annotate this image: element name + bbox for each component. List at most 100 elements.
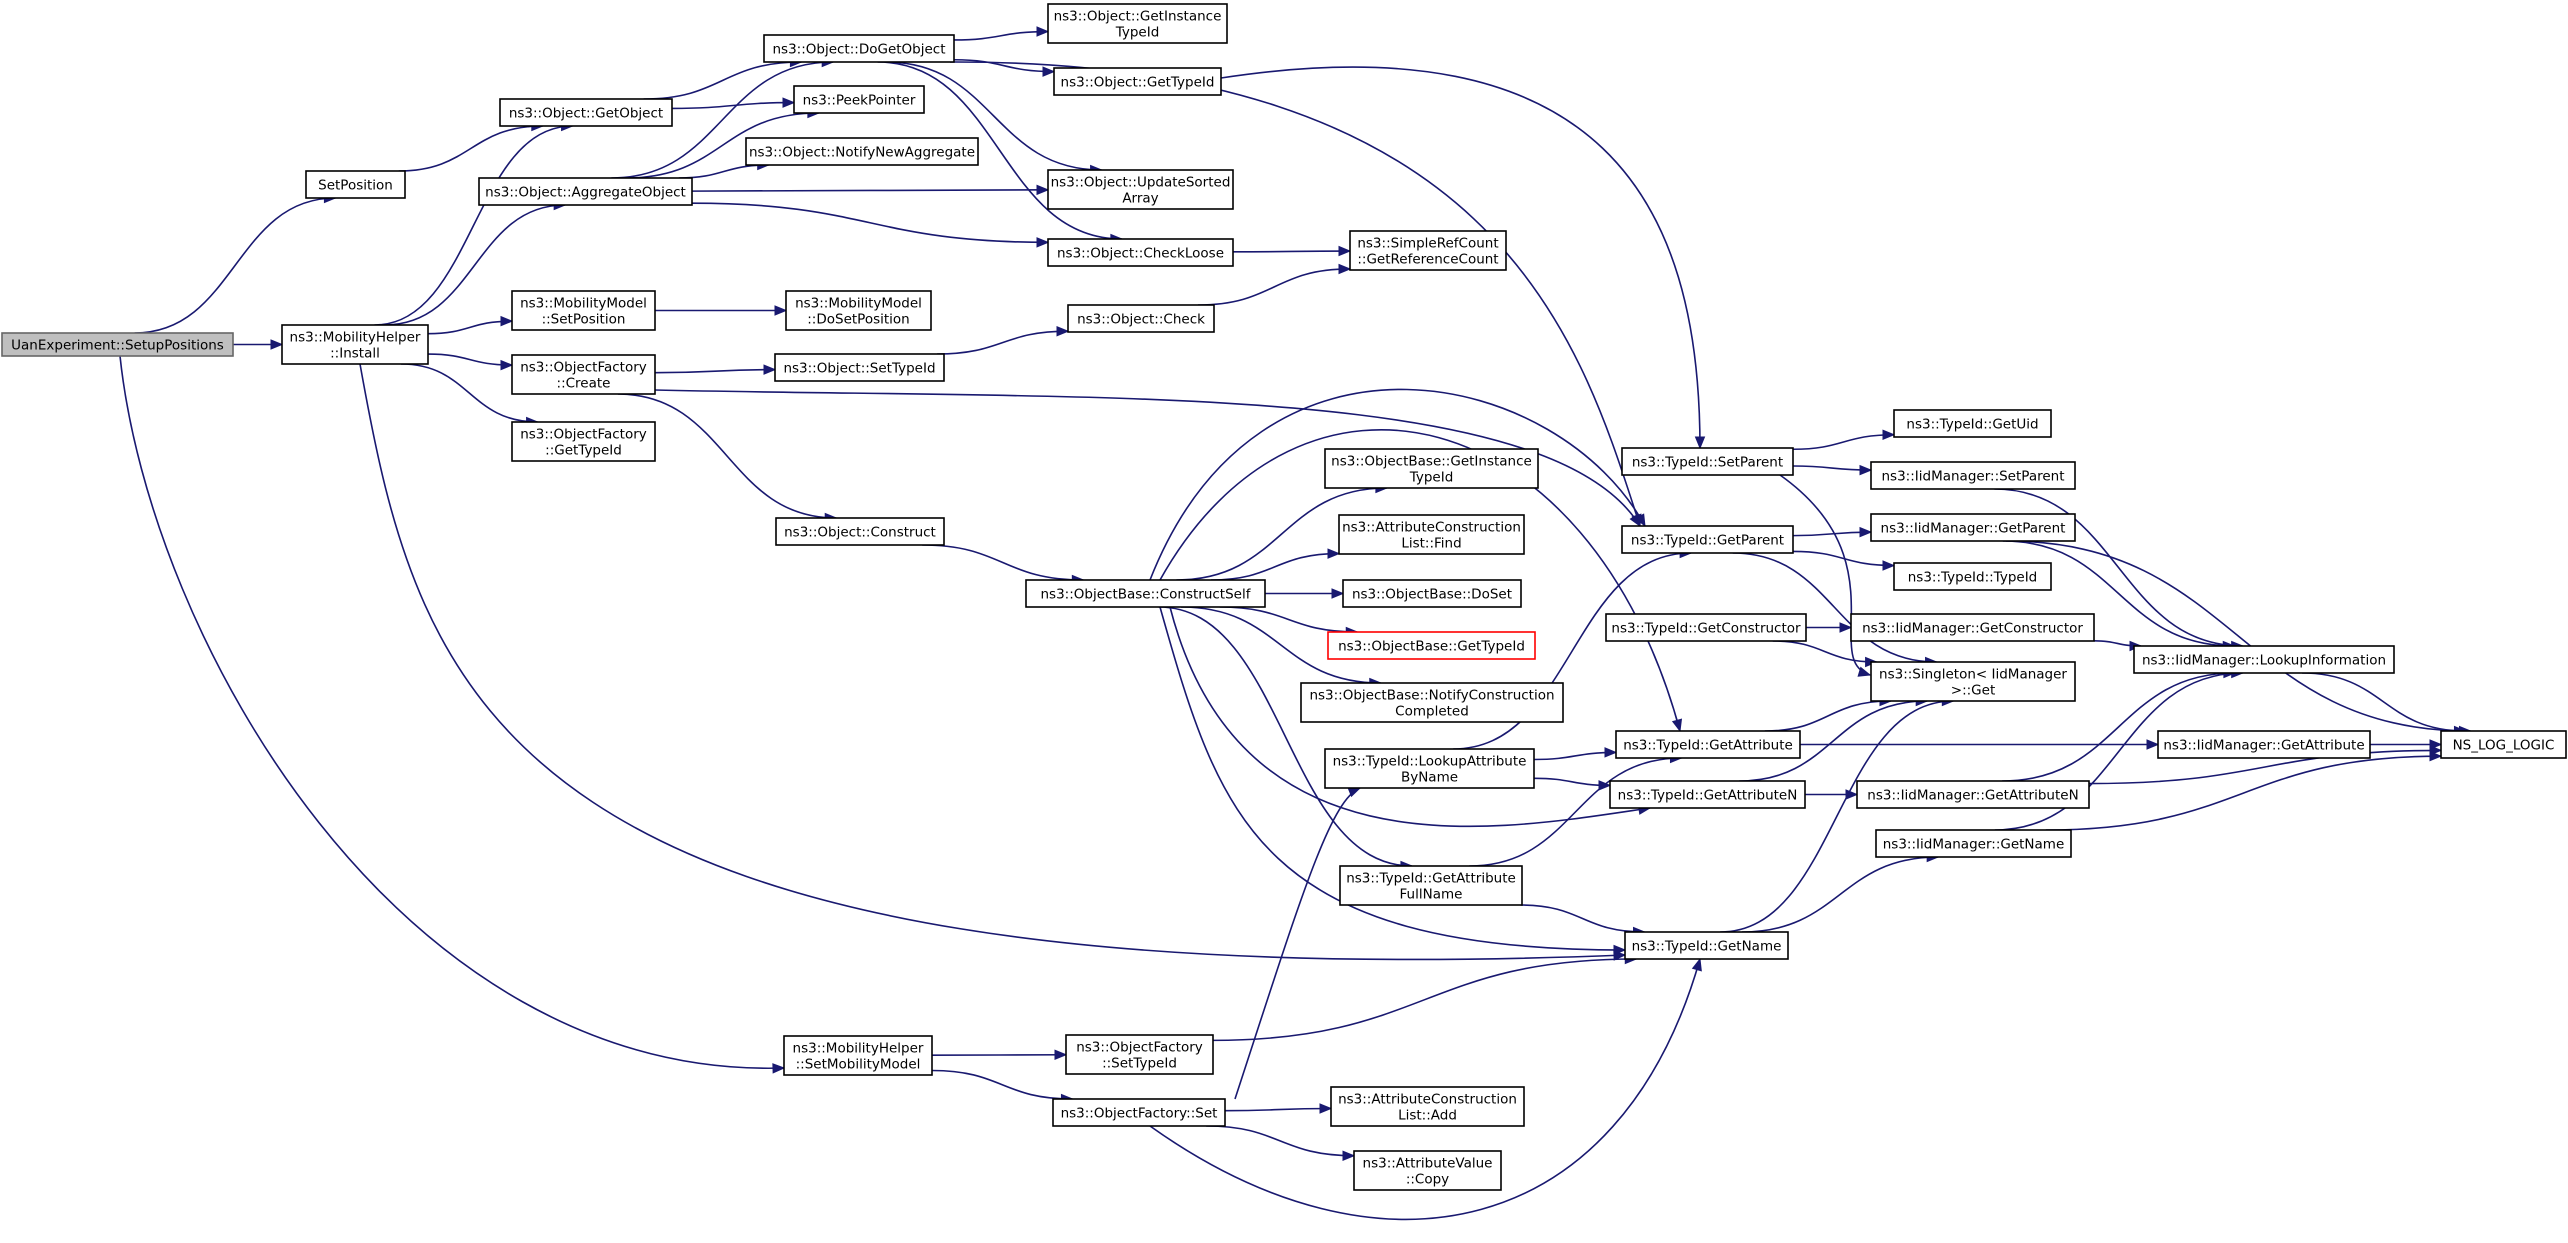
- edge-tidgetctor-to-singleton: [1772, 640, 1878, 668]
- node-ofgettid[interactable]: ns3::ObjectFactory::GetTypeId: [511, 421, 656, 462]
- edge-tidgetctor-to-imgetctor: [1805, 622, 1853, 633]
- node-label: ::SetTypeId: [1102, 1056, 1177, 1072]
- node-label: Completed: [1395, 704, 1469, 720]
- edge-mhsetmm-to-ofsettid: [931, 1049, 1068, 1061]
- node-box: [1349, 230, 1507, 271]
- node-tidtypeid[interactable]: ns3::TypeId::TypeId: [1893, 562, 2052, 591]
- node-ofsettid[interactable]: ns3::ObjectFactory::SetTypeId: [1065, 1034, 1214, 1075]
- node-box: [1053, 67, 1222, 96]
- node-tidgetname[interactable]: ns3::TypeId::GetName: [1624, 931, 1789, 960]
- node-label: ::GetTypeId: [545, 443, 622, 459]
- node-label: TypeId: [1115, 25, 1160, 41]
- node-nslog[interactable]: NS_LOG_LOGIC: [2440, 730, 2567, 759]
- node-label: ::Copy: [1406, 1172, 1449, 1188]
- node-aggobj[interactable]: ns3::Object::AggregateObject: [478, 177, 693, 206]
- node-tidgetctor[interactable]: ns3::TypeId::GetConstructor: [1605, 613, 1807, 642]
- node-setpos[interactable]: SetPosition: [305, 170, 406, 199]
- node-label: FullName: [1400, 887, 1463, 903]
- node-label: ns3::ObjectBase::GetInstance: [1331, 454, 1532, 470]
- node-box: [1856, 780, 2090, 809]
- edge-tidgetparent-to-tidtypeid: [1792, 550, 1896, 571]
- node-label: ns3::Object::Construct: [784, 525, 936, 541]
- node-ofset[interactable]: ns3::ObjectFactory::Set: [1052, 1098, 1226, 1127]
- edge-aggobj-to-updsorted: [691, 184, 1050, 196]
- node-tidgetattrn[interactable]: ns3::TypeId::GetAttributeN: [1609, 780, 1806, 809]
- node-imlookup[interactable]: ns3::IidManager::LookupInformation: [2133, 645, 2395, 674]
- node-label: ::SetPosition: [542, 312, 626, 328]
- node-label: ns3::TypeId::GetAttribute: [1346, 871, 1516, 887]
- node-simplerc[interactable]: ns3::SimpleRefCount::GetReferenceCount: [1349, 230, 1507, 271]
- node-label: List::Add: [1398, 1108, 1457, 1124]
- node-label: ns3::Object::CheckLoose: [1057, 246, 1224, 262]
- edge-mhinst-to-mmsetpos: [427, 315, 514, 335]
- node-box: [774, 353, 945, 382]
- node-label: ns3::TypeId::GetUid: [1906, 417, 2038, 433]
- node-label: TypeId: [1409, 470, 1454, 486]
- node-label: ns3::IidManager::SetParent: [1882, 469, 2065, 485]
- edge-ofcreate-to-objsettid: [654, 364, 777, 375]
- node-objsettid[interactable]: ns3::Object::SetTypeId: [774, 353, 945, 382]
- node-tidgetuid[interactable]: ns3::TypeId::GetUid: [1893, 409, 2052, 438]
- node-label: List::Find: [1401, 536, 1461, 552]
- edge-getobj-to-dogetobj: [643, 56, 803, 100]
- node-imsetparent[interactable]: ns3::IidManager::SetParent: [1870, 461, 2076, 490]
- node-notifynew[interactable]: ns3::Object::NotifyNewAggregate: [745, 137, 979, 166]
- node-avcopy[interactable]: ns3::AttributeValue::Copy: [1353, 1150, 1502, 1191]
- node-constructself[interactable]: ns3::ObjectBase::ConstructSelf: [1025, 579, 1266, 608]
- node-label: ns3::ObjectBase::DoSet: [1352, 587, 1512, 603]
- node-obgettid[interactable]: ns3::ObjectBase::GetTypeId: [1327, 631, 1536, 660]
- node-box: [511, 290, 656, 331]
- node-imgetname[interactable]: ns3::IidManager::GetName: [1875, 829, 2072, 858]
- node-obdoset[interactable]: ns3::ObjectBase::DoSet: [1342, 579, 1522, 608]
- node-imgetattr[interactable]: ns3::IidManager::GetAttribute: [2157, 730, 2371, 759]
- node-imgetctor[interactable]: ns3::IidManager::GetConstructor: [1850, 613, 2095, 642]
- node-peek[interactable]: ns3::PeekPointer: [793, 85, 925, 114]
- node-mmsetpos[interactable]: ns3::MobilityModel::SetPosition: [511, 290, 656, 331]
- node-label: >::Get: [1951, 683, 1995, 699]
- node-box: [783, 1035, 933, 1076]
- node-ofcreate[interactable]: ns3::ObjectFactory::Create: [511, 354, 656, 395]
- node-label: ns3::AttributeConstruction: [1338, 1092, 1517, 1108]
- edge-tidgetparent-to-imgetparent: [1792, 526, 1873, 538]
- node-mmdosetpos[interactable]: ns3::MobilityModel::DoSetPosition: [785, 290, 932, 331]
- function-nodes: UanExperiment::SetupPositions SetPosition…: [1, 3, 2567, 1191]
- edge-tidsetparent-to-singleton: [1779, 474, 1872, 677]
- node-box: [1850, 613, 2095, 642]
- node-mhinst[interactable]: ns3::MobilityHelper::Install: [281, 324, 429, 365]
- edge-dogetobj-to-objgettid: [953, 58, 1056, 77]
- node-box: [1875, 829, 2072, 858]
- node-label: ns3::IidManager::GetAttributeN: [1867, 788, 2078, 804]
- node-mhsetmm[interactable]: ns3::MobilityHelper::SetMobilityModel: [783, 1035, 933, 1076]
- node-objconstruct[interactable]: ns3::Object::Construct: [775, 517, 945, 546]
- node-imgetattrn[interactable]: ns3::IidManager::GetAttributeN: [1856, 780, 2090, 809]
- node-tidgetparent[interactable]: ns3::TypeId::GetParent: [1621, 525, 1794, 554]
- node-box: [499, 98, 673, 127]
- node-box: [1621, 447, 1794, 476]
- node-box: [1870, 661, 2076, 702]
- node-dogetobj[interactable]: ns3::Object::DoGetObject: [763, 34, 955, 63]
- node-checkloose[interactable]: ns3::Object::CheckLoose: [1047, 238, 1234, 267]
- node-label: ns3::MobilityHelper: [290, 330, 421, 346]
- node-root[interactable]: UanExperiment::SetupPositions: [1, 332, 234, 357]
- node-label: ns3::IidManager::LookupInformation: [2142, 653, 2386, 669]
- node-getobj[interactable]: ns3::Object::GetObject: [499, 98, 673, 127]
- node-label: ns3::Object::GetInstance: [1054, 9, 1222, 25]
- node-box: [1893, 409, 2052, 438]
- edge-ofset-to-lookupattr: [1234, 787, 1362, 1100]
- node-check[interactable]: ns3::Object::Check: [1067, 304, 1215, 333]
- node-obnotify[interactable]: ns3::ObjectBase::NotifyConstructionCompl…: [1300, 682, 1564, 723]
- node-tidgetattr[interactable]: ns3::TypeId::GetAttribute: [1615, 730, 1801, 759]
- node-tidsetparent[interactable]: ns3::TypeId::SetParent: [1621, 447, 1794, 476]
- node-imgetparent[interactable]: ns3::IidManager::GetParent: [1870, 513, 2076, 542]
- node-objgettid[interactable]: ns3::Object::GetTypeId: [1053, 67, 1222, 96]
- node-singleton[interactable]: ns3::Singleton< IidManager>::Get: [1870, 661, 2076, 702]
- node-label: SetPosition: [318, 178, 393, 194]
- node-box: [1870, 513, 2076, 542]
